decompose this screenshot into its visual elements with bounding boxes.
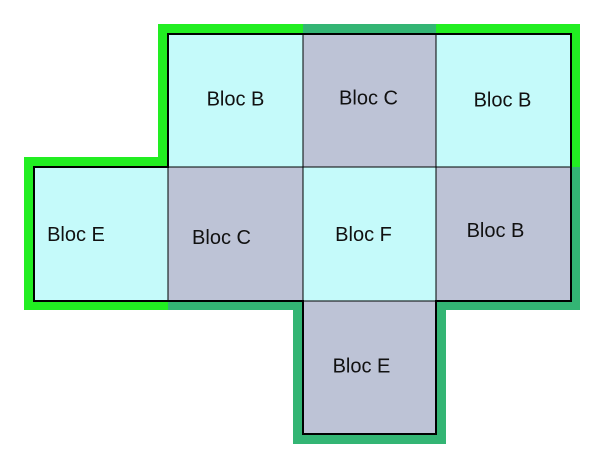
cell-r1-c1: [168, 167, 303, 301]
cell-label-r0-c1: Bloc B: [207, 89, 265, 111]
border-bands: [24, 24, 580, 444]
cell-labels: Bloc B Bloc C Bloc B Bloc E Bloc C Bloc F Bloc…: [47, 88, 531, 378]
border-band-teal-right-lower: [571, 167, 580, 310]
cell-r1-c0: [34, 167, 168, 301]
cell-r0-c1: [168, 34, 303, 167]
border-band-bright-mid-step: [24, 157, 168, 167]
cell-label-r1-c3: Bloc B: [467, 220, 525, 242]
border-band-teal-bottom-mid-left: [168, 301, 303, 310]
border-band-bright-top-left: [158, 24, 304, 34]
cell-label-r1-c1: Bloc C: [192, 227, 251, 249]
border-band-teal-bottom-right: [436, 301, 580, 310]
cell-label-r1-c2: Bloc F: [335, 224, 392, 246]
cell-label-r0-c3: Bloc B: [474, 90, 532, 112]
border-band-bright-left: [24, 157, 34, 310]
border-band-bright-top-right: [436, 24, 580, 34]
shape-outline: [33, 33, 572, 435]
border-band-teal-stem-right: [436, 301, 446, 444]
border-band-teal-stem-bottom: [293, 434, 446, 444]
cell-grid: [34, 34, 571, 434]
cell-r0-c3: [436, 34, 571, 167]
cell-label-r2-c2: Bloc E: [333, 356, 391, 378]
cell-r0-c2: [303, 34, 436, 167]
cell-r1-c3: [436, 167, 571, 301]
border-band-bright-left-upper: [158, 24, 168, 166]
cell-r1-c2: [303, 167, 436, 301]
border-band-bright-bottom-left: [24, 301, 168, 310]
cell-label-r1-c0: Bloc E: [47, 224, 105, 246]
cell-label-r0-c2: Bloc C: [339, 88, 398, 110]
cell-r2-c2: [303, 301, 436, 434]
border-band-teal-stem-left: [293, 301, 303, 444]
border-band-teal-top-middle: [303, 24, 436, 34]
border-band-bright-right-upper: [571, 24, 580, 167]
